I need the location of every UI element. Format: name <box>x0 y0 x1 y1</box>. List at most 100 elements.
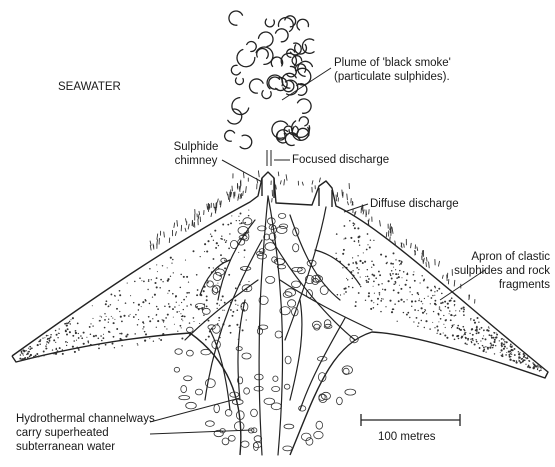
diffuse-tick <box>214 204 215 208</box>
stipple-dot <box>403 301 405 303</box>
stipple-dot <box>359 244 360 245</box>
stipple-dot <box>105 303 107 305</box>
stipple-dot <box>352 278 354 280</box>
stipple-dot <box>58 333 59 334</box>
stipple-dot <box>77 323 79 325</box>
diffuse-tick <box>218 199 219 202</box>
diffuse-tick <box>198 215 199 219</box>
stipple-dot <box>506 348 507 349</box>
stipple-dot <box>89 326 91 328</box>
stipple-dot <box>229 325 231 327</box>
stipple-dot <box>438 321 439 322</box>
stipple-dot <box>213 258 215 260</box>
stipple-dot <box>92 305 93 306</box>
stipple-dot <box>518 358 519 359</box>
stipple-dot <box>26 354 27 355</box>
stipple-dot <box>55 342 56 343</box>
stipple-dot <box>446 337 448 339</box>
rock-fragment <box>254 386 263 391</box>
stipple-dot <box>234 300 236 302</box>
stipple-dot <box>382 289 383 290</box>
diffuse-tick <box>258 171 259 177</box>
stipple-dot <box>345 291 347 293</box>
stipple-dot <box>172 293 174 295</box>
stipple-dot <box>222 224 224 226</box>
stipple-dot <box>48 342 50 344</box>
stipple-dot <box>149 320 151 322</box>
stipple-dot <box>537 365 538 366</box>
stipple-dot <box>108 331 110 333</box>
plume-puff <box>262 91 271 99</box>
stipple-dot <box>458 328 460 330</box>
stipple-dot <box>164 326 165 327</box>
stipple-dot <box>21 359 23 361</box>
stipple-dot <box>237 305 238 306</box>
stipple-dot <box>138 319 139 320</box>
stipple-dot <box>186 305 188 307</box>
stipple-dot <box>343 225 345 227</box>
stipple-dot <box>400 263 402 265</box>
stipple-dot <box>121 321 123 323</box>
stipple-dot <box>368 278 370 280</box>
stipple-dot <box>518 360 520 362</box>
stipple-dot <box>425 320 427 322</box>
stipple-dot <box>374 293 375 294</box>
stipple-dot <box>439 306 440 307</box>
stipple-dot <box>394 303 396 305</box>
rock-fragment <box>207 281 214 287</box>
stipple-dot <box>519 352 520 353</box>
stipple-dot <box>125 335 127 337</box>
stipple-dot <box>208 336 210 338</box>
stipple-dot <box>148 279 149 280</box>
plume-label: Plume of 'black smoke' (particulate sulp… <box>334 56 451 84</box>
stipple-dot <box>218 320 219 321</box>
stipple-dot <box>496 334 498 336</box>
rock-fragment <box>284 384 290 389</box>
stipple-dot <box>44 337 45 338</box>
stipple-dot <box>203 290 205 292</box>
stipple-dot <box>474 322 476 324</box>
stipple-dot <box>222 310 223 311</box>
stipple-dot <box>48 338 50 340</box>
stipple-dot <box>377 298 379 300</box>
stipple-dot <box>162 281 163 282</box>
stipple-dot <box>363 252 364 253</box>
stipple-dot <box>485 351 486 352</box>
stipple-dot <box>149 268 151 270</box>
stipple-dot <box>510 356 511 357</box>
stipple-dot <box>230 222 232 224</box>
stipple-dot <box>174 324 175 325</box>
stipple-dot <box>86 337 87 338</box>
stipple-dot <box>69 321 71 323</box>
stipple-dot <box>470 318 471 319</box>
plume-puff <box>277 134 285 140</box>
stipple-dot <box>437 329 439 331</box>
stipple-dot <box>377 304 379 306</box>
stipple-dot <box>501 346 502 347</box>
stipple-dot <box>92 325 93 326</box>
stipple-dot <box>488 326 489 327</box>
rock-fragment <box>242 353 251 359</box>
stipple-dot <box>145 300 147 302</box>
plume-puff <box>285 16 296 27</box>
stipple-dot <box>424 298 425 299</box>
stipple-dot <box>180 274 182 276</box>
stipple-dot <box>200 256 201 257</box>
stipple-dot <box>513 360 515 362</box>
stipple-dot <box>108 319 109 320</box>
channelways-label: Hydrothermal channelways carry superheat… <box>16 412 155 454</box>
stipple-dot <box>411 306 412 307</box>
stipple-dot <box>518 353 520 355</box>
stipple-dot <box>445 319 447 321</box>
diffuse-tick <box>227 192 228 195</box>
stipple-dot <box>66 334 68 336</box>
stipple-dot <box>230 332 232 334</box>
stipple-dot <box>56 334 58 336</box>
stipple-dot <box>424 311 425 312</box>
stipple-dot <box>179 305 180 306</box>
diffuse-tick <box>319 178 320 182</box>
stipple-dot <box>470 319 471 320</box>
stipple-dot <box>461 336 463 338</box>
rock-fragment <box>201 349 211 355</box>
stipple-dot <box>434 327 435 328</box>
